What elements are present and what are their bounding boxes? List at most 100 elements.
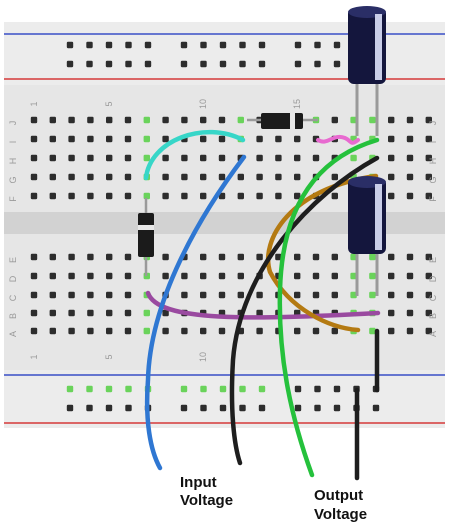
rail-hole	[314, 60, 321, 68]
row-letter-right: B	[428, 313, 438, 319]
diode-middle	[138, 198, 154, 276]
rail-hole	[258, 404, 266, 412]
rail-hole	[125, 385, 132, 393]
hole	[256, 327, 263, 335]
rail-hole	[86, 404, 93, 412]
hole	[425, 192, 432, 200]
hole	[68, 116, 75, 124]
hole	[181, 192, 188, 200]
pink-wire	[316, 134, 360, 145]
hole	[388, 272, 395, 280]
bottom-rail-area	[4, 370, 445, 428]
black-wire	[229, 155, 380, 466]
hole	[425, 135, 432, 143]
hole	[331, 116, 338, 124]
hole	[331, 192, 338, 200]
hole	[106, 192, 113, 200]
hole	[87, 327, 94, 335]
hole	[237, 291, 244, 299]
hole	[388, 253, 395, 261]
board-center-channel	[4, 212, 445, 234]
column-number-top: 15	[292, 99, 302, 109]
row-letter-left: H	[8, 158, 18, 165]
hole	[143, 192, 150, 200]
hole	[162, 253, 169, 261]
hole	[331, 173, 338, 181]
hole	[30, 173, 38, 181]
hole	[49, 154, 56, 162]
rail-hole	[105, 404, 113, 412]
row-letter-right: A	[428, 331, 438, 337]
row-letter-left: J	[8, 121, 18, 126]
hole	[162, 327, 169, 335]
hole	[143, 154, 150, 162]
hole	[425, 327, 432, 335]
rail-hole	[258, 385, 266, 393]
hole	[49, 309, 56, 317]
hole	[106, 135, 113, 143]
rail-hole	[258, 41, 266, 49]
rail-hole	[294, 41, 302, 49]
rail-hole	[294, 404, 302, 412]
rail-hole	[314, 41, 321, 49]
hole	[124, 272, 132, 280]
hole	[143, 116, 150, 124]
hole	[30, 154, 38, 162]
hole	[388, 135, 395, 143]
hole	[30, 253, 38, 261]
hole	[181, 291, 188, 299]
hole	[218, 253, 226, 261]
hole	[200, 154, 207, 162]
hole	[68, 291, 75, 299]
hole	[181, 116, 188, 124]
row-letter-left: D	[8, 275, 18, 282]
rail-hole	[333, 41, 341, 49]
hole	[312, 272, 320, 280]
hole	[124, 135, 132, 143]
hole	[369, 327, 376, 335]
hole	[200, 291, 207, 299]
hole	[425, 291, 432, 299]
rail-hole	[105, 385, 113, 393]
column-number-bottom: 1	[29, 354, 39, 359]
hole	[406, 327, 414, 335]
diode-top	[247, 113, 318, 129]
hole	[256, 173, 263, 181]
rail-hole	[180, 385, 188, 393]
hole	[294, 154, 301, 162]
column-number-bottom: 10	[198, 352, 208, 362]
output-voltage-label-line1: Output	[314, 487, 363, 504]
hole	[124, 253, 132, 261]
hole	[406, 253, 414, 261]
blue-wire	[144, 154, 247, 471]
hole	[312, 154, 320, 162]
row-letter-left: F	[8, 196, 18, 202]
rail-hole	[239, 404, 246, 412]
rail-hole	[105, 41, 113, 49]
hole	[256, 253, 263, 261]
rail-hole	[314, 385, 321, 393]
hole	[200, 116, 207, 124]
capacitor-top	[348, 6, 386, 136]
hole	[30, 192, 38, 200]
output-voltage-label-line2: Voltage	[314, 506, 367, 523]
hole	[143, 327, 150, 335]
hole	[87, 253, 94, 261]
hole	[162, 272, 169, 280]
hole	[218, 291, 226, 299]
rail-hole	[333, 385, 341, 393]
hole	[369, 291, 376, 299]
hole	[294, 272, 301, 280]
hole	[256, 192, 263, 200]
rail-hole	[86, 385, 93, 393]
hole	[425, 116, 432, 124]
row-letter-right: E	[428, 257, 438, 263]
row-letter-right: F	[428, 196, 438, 202]
hole	[331, 291, 338, 299]
hole	[275, 173, 282, 181]
hole	[30, 272, 38, 280]
row-letter-left: B	[8, 313, 18, 319]
diode-middle-body	[138, 213, 154, 257]
